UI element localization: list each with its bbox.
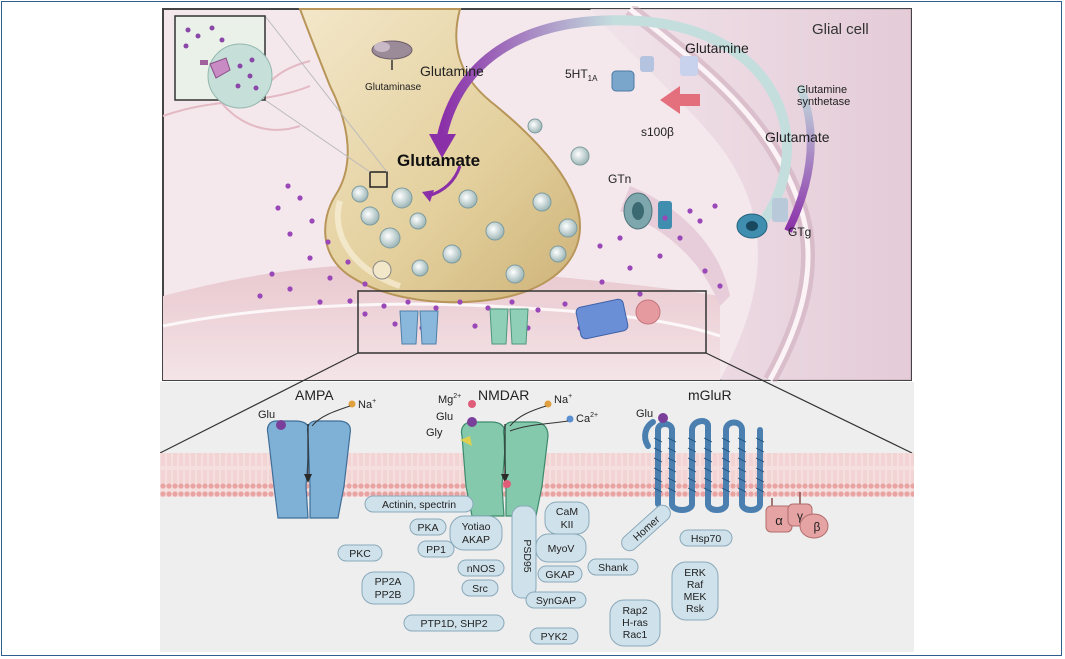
svg-text:ERK: ERK [684, 567, 706, 579]
svg-text:PTP1D, SHP2: PTP1D, SHP2 [420, 618, 487, 630]
svg-text:Actinin, spectrin: Actinin, spectrin [382, 499, 456, 511]
glutamate-right-label: Glutamate [765, 129, 830, 145]
ampa-na-label: Na+ [358, 398, 376, 411]
protein-yotiao-akap: Yotiao AKAP [449, 515, 503, 551]
protein-pp1: PP1 [417, 540, 455, 558]
gtn-transporter-icon [623, 192, 672, 230]
svg-text:MEK: MEK [684, 591, 707, 603]
protein-pkc: PKC [337, 544, 383, 562]
bottom-panel: α γ β AMPA NMDAR mGluR Glu Na+ Mg2+ Glu … [159, 352, 914, 652]
mglur-receptor-icon [642, 418, 763, 513]
svg-text:CaM: CaM [556, 506, 578, 518]
protein-syngap: SynGAP [525, 591, 587, 609]
protein-myov: MyoV [535, 533, 587, 563]
protein-pyk2: PYK2 [529, 627, 579, 645]
svg-text:PKA: PKA [417, 522, 438, 534]
svg-text:PP1: PP1 [426, 544, 446, 556]
protein-rap2-hras-rac1: Rap2 H-ras Rac1 [609, 599, 661, 647]
mini-nmda-receptor-icon [489, 308, 529, 345]
svg-text:nNOS: nNOS [467, 563, 496, 575]
glutamine-right-label: Glutamine [685, 40, 749, 56]
protein-pp2a-pp2b: PP2A PP2B [361, 571, 415, 605]
glutamate-main-label: Glutamate [397, 151, 480, 170]
svg-text:Hsp70: Hsp70 [691, 533, 722, 545]
svg-text:KII: KII [561, 519, 574, 531]
nmda-na-label: Na+ [554, 393, 572, 406]
mini-ampa-receptor-icon [399, 310, 439, 345]
protein-actinin: Actinin, spectrin [364, 495, 474, 513]
gly-label: Gly [426, 427, 443, 439]
svg-text:GKAP: GKAP [545, 569, 574, 581]
ampa-glu-label: Glu [258, 409, 275, 421]
gtg-label: GTg [788, 225, 811, 239]
inset-zoom [174, 15, 388, 173]
mglur-glu-label: Glu [636, 408, 653, 420]
g-protein-icon: α γ β [765, 492, 829, 539]
svg-text:PYK2: PYK2 [541, 631, 568, 643]
mglur-helix-texture [653, 437, 765, 493]
gtn-label: GTn [608, 172, 631, 186]
svg-text:AKAP: AKAP [462, 534, 490, 546]
protein-nnos: nNOS [457, 559, 505, 577]
svg-text:Rac1: Rac1 [623, 629, 648, 641]
svg-text:SynGAP: SynGAP [536, 595, 576, 607]
nmdar-receptor-icon [460, 400, 574, 517]
mglur-glu-particle [658, 413, 668, 423]
nmdar-label: NMDAR [478, 387, 529, 403]
svg-text:MyoV: MyoV [548, 543, 575, 555]
svg-text:PP2A: PP2A [375, 576, 402, 588]
svg-text:Rsk: Rsk [686, 603, 705, 615]
glutamate-synapse-diagram: Glial cell Glutamine Glutamine Glutamina… [159, 3, 914, 652]
gs-label-line1: Glutamine [797, 84, 847, 96]
mglur-label: mGluR [688, 387, 732, 403]
ampa-receptor-icon [266, 400, 356, 519]
svg-text:PP2B: PP2B [375, 589, 402, 601]
nmda-glu-label: Glu [436, 411, 453, 423]
protein-pka: PKA [409, 518, 447, 536]
svg-text:Yotiao: Yotiao [462, 521, 491, 533]
mg-label: Mg2+ [438, 393, 461, 406]
mini-mglur-icon [575, 298, 661, 340]
svg-text:Shank: Shank [598, 562, 629, 574]
svg-text:PSD95: PSD95 [521, 539, 533, 572]
protein-shank: Shank [587, 558, 639, 576]
5ht1a-receptor-icon [611, 56, 698, 92]
5ht1a-label: 5HT1A [565, 67, 598, 83]
synaptic-vesicles [351, 118, 590, 284]
ampa-label: AMPA [295, 387, 334, 403]
protein-ptp1d-shp2: PTP1D, SHP2 [403, 614, 505, 632]
svg-text:Src: Src [472, 583, 488, 595]
glial-cell-label: Glial cell [812, 21, 869, 38]
protein-homer: Homer [621, 504, 671, 552]
s100b-label: s100β [641, 125, 674, 139]
svg-text:PKC: PKC [349, 548, 371, 560]
gtg-transporter-icon [736, 198, 788, 239]
svg-text:Rap2: Rap2 [622, 605, 647, 617]
g-beta-label: β [814, 520, 821, 534]
protein-camkii: CaM KII [544, 501, 590, 535]
ca-label: Ca2+ [576, 412, 598, 425]
protein-hsp70: Hsp70 [679, 529, 733, 547]
gs-label-line2: synthetase [797, 96, 850, 108]
protein-src: Src [461, 579, 499, 597]
protein-psd95: PSD95 [511, 505, 537, 599]
s100b-arrow-icon [660, 86, 700, 114]
scaffold-proteins: Actinin, spectrin PKA Yotiao AKAP CaM KI… [337, 495, 733, 647]
glutamine-left-label: Glutamine [420, 63, 484, 79]
g-alpha-label: α [775, 513, 783, 528]
glutaminase-enzyme-icon [371, 40, 413, 70]
svg-text:H-ras: H-ras [622, 617, 648, 629]
glutaminase-label: Glutaminase [365, 82, 422, 93]
g-gamma-label: γ [797, 509, 803, 523]
top-panel: Glial cell Glutamine Glutamine Glutamina… [162, 3, 912, 384]
svg-text:Raf: Raf [687, 579, 703, 591]
protein-gkap: GKAP [537, 565, 583, 583]
protein-erk-raf-mek-rsk: ERK Raf MEK Rsk [671, 561, 719, 621]
